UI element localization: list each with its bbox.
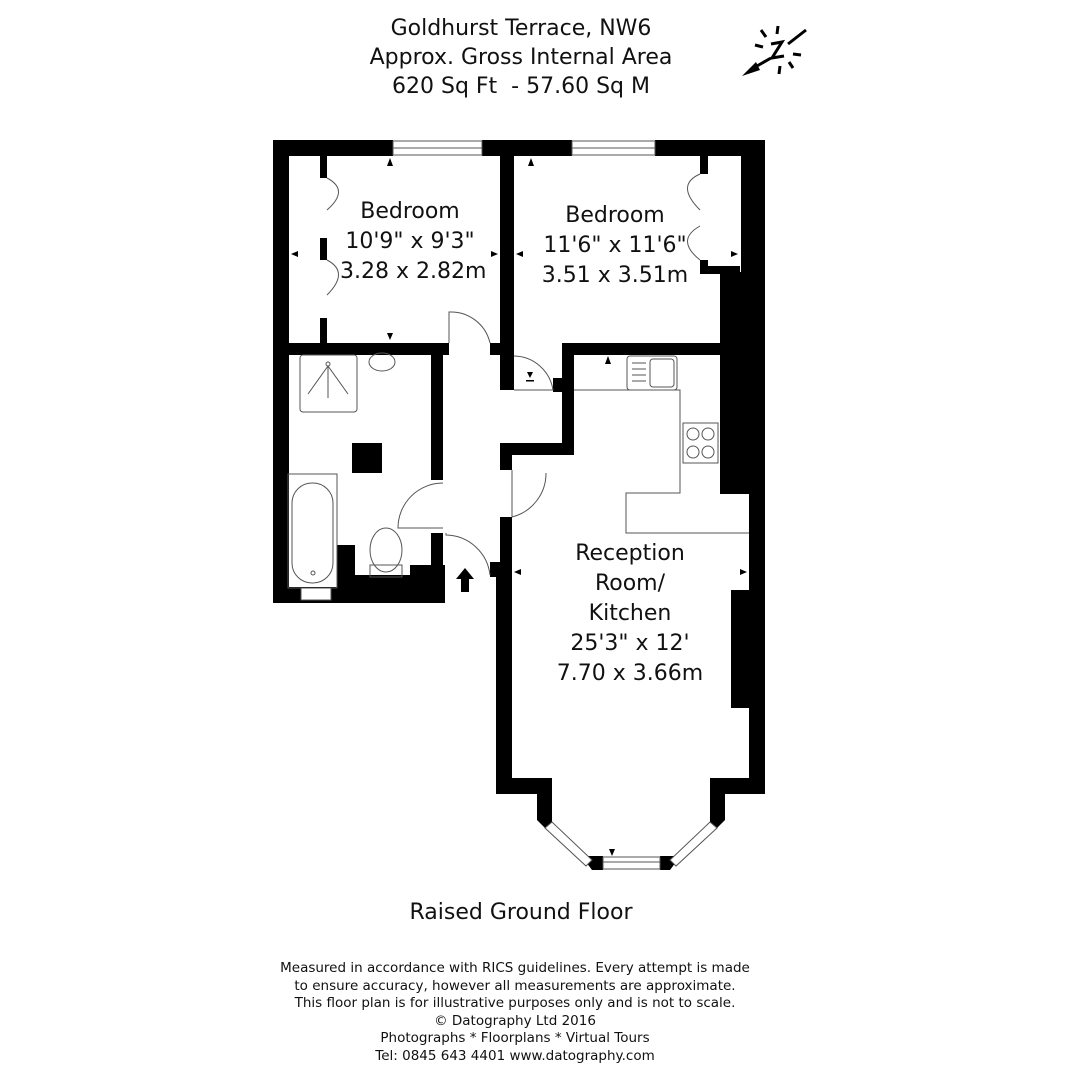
north-arrow-icon [742, 25, 807, 76]
floor-title: Raised Ground Floor [409, 900, 633, 925]
entrance-arrow-icon [456, 568, 474, 592]
plan-header: Goldhurst Terrace, NW6 Approx. Gross Int… [0, 14, 1042, 101]
walls [273, 140, 765, 870]
windows [300, 140, 718, 870]
room-label-reception-kitchen: Reception Room/ Kitchen 25'3" x 12' 7.70… [556, 541, 704, 686]
fixtures [287, 173, 749, 589]
area-value: 620 Sq Ft - 57.60 Sq M [392, 74, 650, 99]
disclaimer: Measured in accordance with RICS guideli… [280, 960, 750, 1064]
room-label-bedroom-1: Bedroom 10'9" x 9'3" 3.28 x 2.82m [340, 199, 487, 284]
area-label: Approx. Gross Internal Area [369, 45, 673, 70]
address-title: Goldhurst Terrace, NW6 [390, 16, 652, 41]
room-label-bedroom-2: Bedroom 11'6" x 11'6" 3.51 x 3.51m [541, 203, 689, 288]
dimension-markers [291, 158, 747, 856]
